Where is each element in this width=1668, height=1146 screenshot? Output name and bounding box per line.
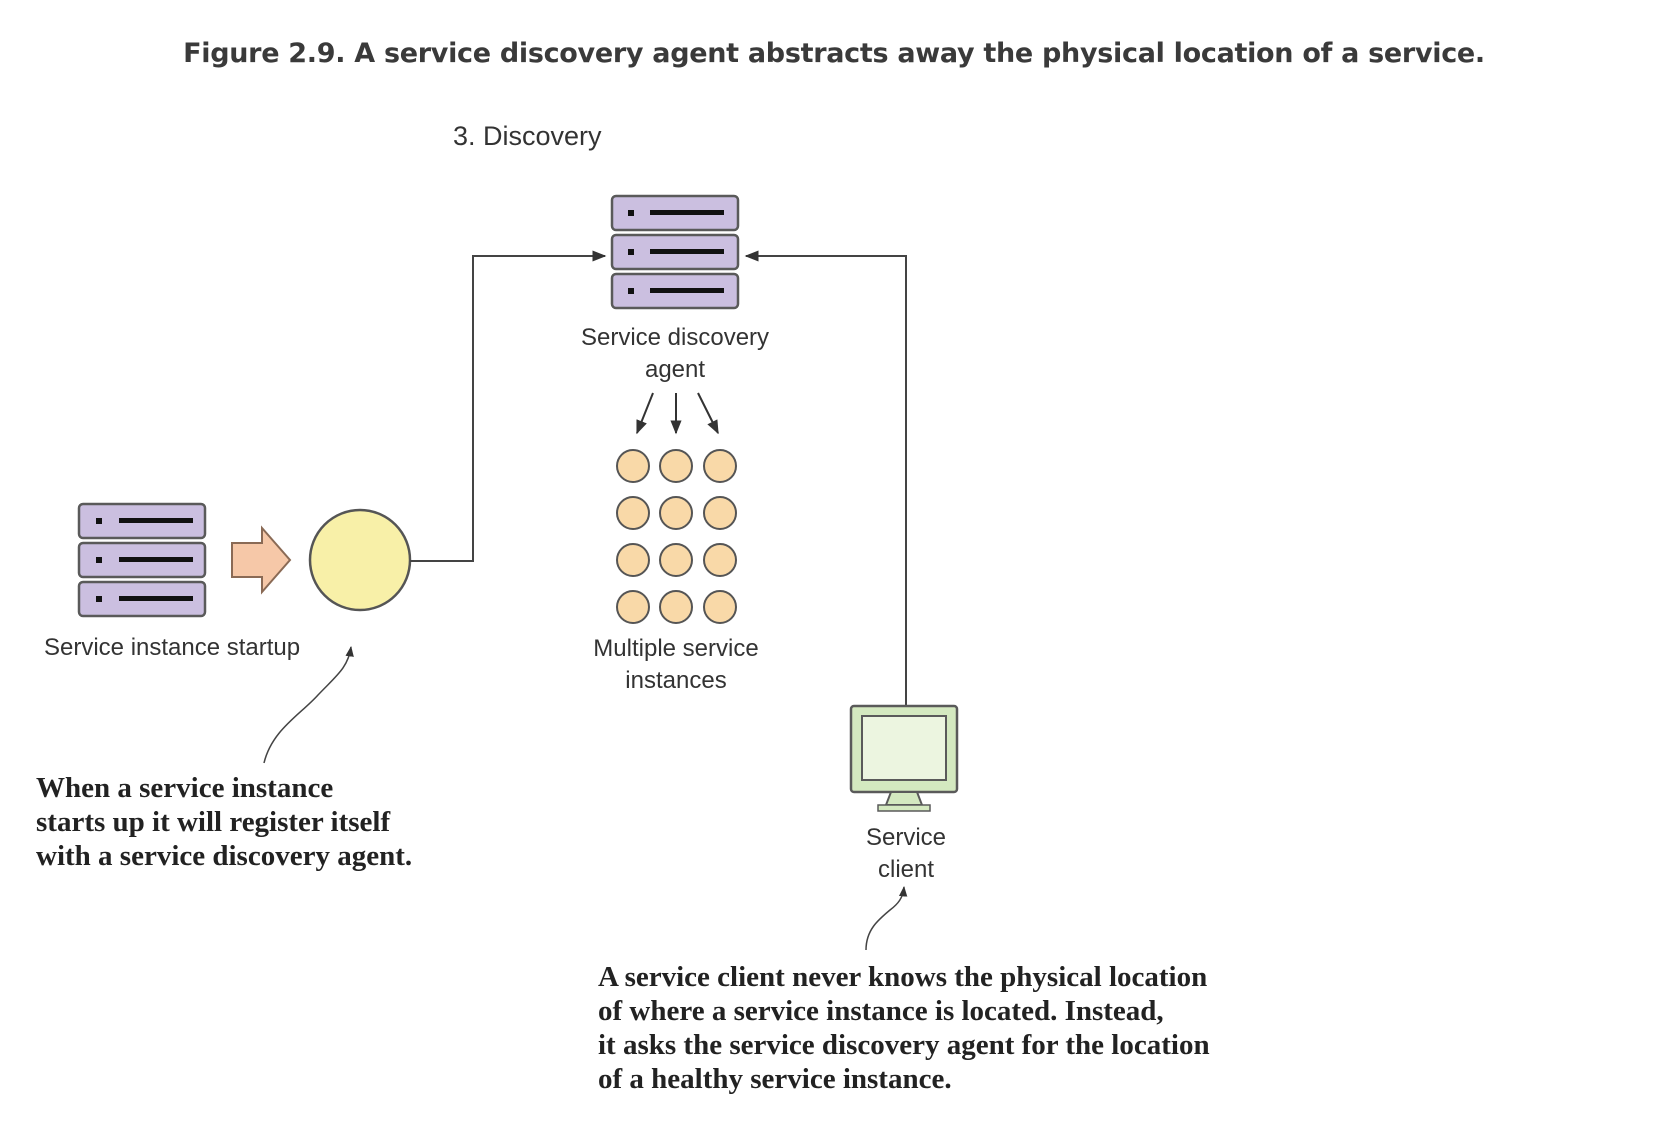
client-note-line: A service client never knows the physica…: [598, 961, 1208, 993]
startup-label: Service instance startup: [44, 634, 301, 661]
instances-label-line2: instances: [625, 667, 727, 695]
startup-server-stack-icon: [77, 502, 207, 618]
agent-label-line2: agent: [644, 356, 706, 384]
client-label: Service client: [826, 822, 986, 887]
startup-block-arrow-icon: [231, 525, 292, 595]
registration-connector-arrow: [410, 250, 607, 562]
server-unit-icon: [77, 541, 207, 579]
client-label-line2: client: [877, 856, 935, 884]
server-unit-icon: [610, 272, 740, 310]
service-instances-grid: [616, 449, 737, 624]
agent-server-stack-icon: [610, 194, 740, 310]
server-unit-icon: [610, 233, 740, 271]
instances-label-line1: Multiple service: [593, 635, 759, 662]
registration-note-line: starts up it will register itself: [36, 805, 391, 838]
registration-note: When a service instance starts up it wil…: [36, 772, 412, 874]
new-instance-circle-icon: [308, 508, 412, 612]
server-unit-icon: [77, 580, 207, 618]
client-note-line: of where a service instance is located. …: [598, 994, 1164, 1027]
server-unit-icon: [610, 194, 740, 232]
figure-caption: Figure 2.9. A service discovery agent ab…: [183, 38, 1485, 69]
registration-note-line: with a service discovery agent.: [36, 839, 413, 872]
discovery-step-label: 3. Discovery: [453, 121, 602, 151]
instances-label: Multiple service instances: [556, 633, 796, 698]
client-note-line: of a healthy service instance.: [598, 1062, 952, 1095]
client-connector-arrow: [744, 250, 907, 705]
server-unit-icon: [77, 502, 207, 540]
agent-label-line1: Service discovery: [580, 324, 770, 351]
agent-label: Service discovery agent: [555, 322, 795, 387]
registration-note-line: When a service instance: [36, 772, 334, 804]
client-label-line1: Service: [865, 824, 947, 851]
client-monitor-icon: [849, 704, 959, 812]
agent-to-instances-arrows: [636, 392, 719, 435]
client-note-line: it asks the service discovery agent for …: [598, 1028, 1210, 1061]
client-note-pointer: [865, 885, 908, 951]
client-note: A service client never knows the physica…: [598, 961, 1210, 1097]
registration-note-pointer: [263, 645, 354, 764]
